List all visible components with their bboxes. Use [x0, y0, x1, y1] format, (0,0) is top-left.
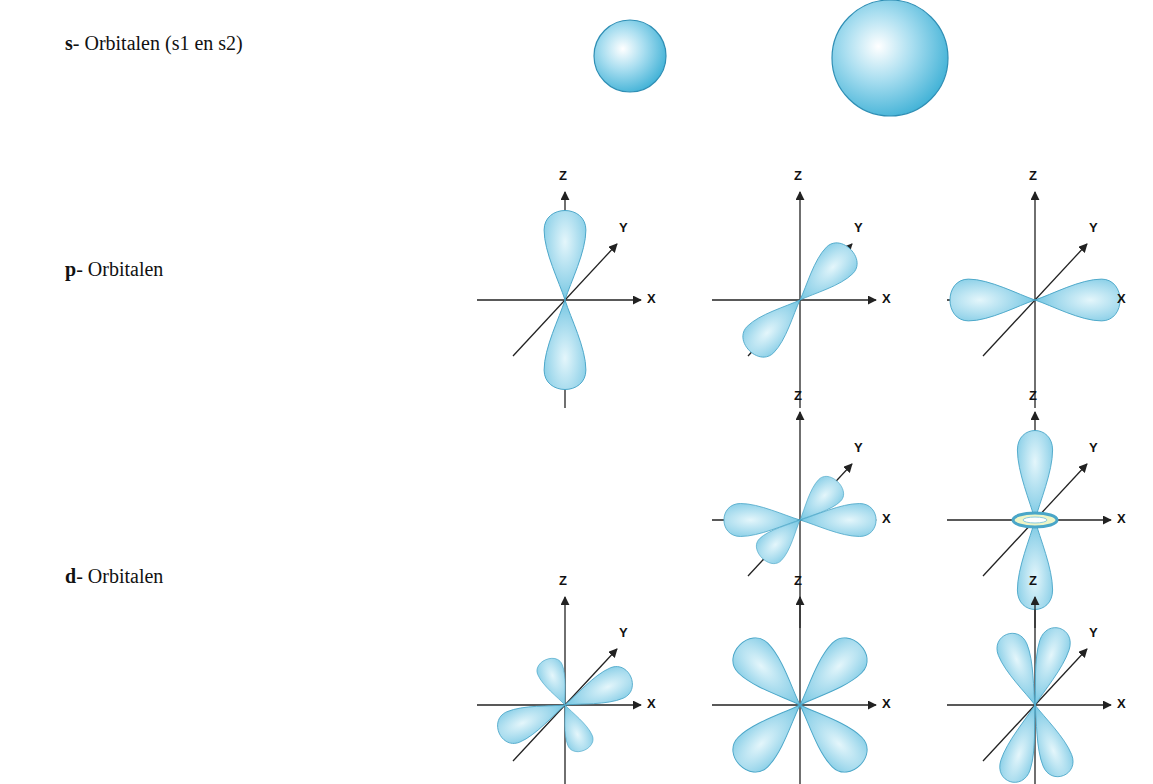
- axis-label: X: [882, 696, 891, 711]
- axis-label: X: [647, 696, 656, 711]
- dx2y2-orbital: [712, 412, 876, 628]
- axis-label: Y: [854, 440, 863, 455]
- axis-label: Y: [1089, 440, 1098, 455]
- axis-label: Z: [1029, 388, 1037, 403]
- py-orbital: [712, 192, 876, 408]
- axis-label: Z: [794, 168, 802, 183]
- axis-label: Z: [559, 573, 567, 588]
- axis-label: Y: [1089, 625, 1098, 640]
- dyz-orbital: [947, 597, 1111, 784]
- axis-label: Z: [1029, 168, 1037, 183]
- dxz-orbital: [712, 597, 876, 784]
- axis-label: Z: [1029, 573, 1037, 588]
- axis-label: X: [1117, 291, 1126, 306]
- axis-label: Z: [794, 573, 802, 588]
- px-orbital: [947, 192, 1120, 408]
- axis-label: Y: [619, 625, 628, 640]
- axis-label: Y: [619, 220, 628, 235]
- dxy-orbital: [477, 597, 641, 784]
- axis-label: Y: [854, 220, 863, 235]
- axis-label: Z: [794, 388, 802, 403]
- s1-orbital: [594, 20, 666, 92]
- axis-label: Y: [1089, 220, 1098, 235]
- section-heading: d- Orbitalen: [65, 565, 163, 588]
- axis-label: Z: [559, 168, 567, 183]
- axis-label: X: [1117, 511, 1126, 526]
- pz-orbital: [477, 192, 641, 408]
- dz2-orbital: [947, 412, 1111, 628]
- section-heading: s- Orbitalen (s1 en s2): [65, 32, 243, 55]
- axis-label: X: [1117, 696, 1126, 711]
- axis-label: X: [882, 511, 891, 526]
- s2-orbital: [832, 0, 948, 116]
- section-heading: p- Orbitalen: [65, 258, 163, 281]
- axis-label: X: [882, 291, 891, 306]
- axis-label: X: [647, 291, 656, 306]
